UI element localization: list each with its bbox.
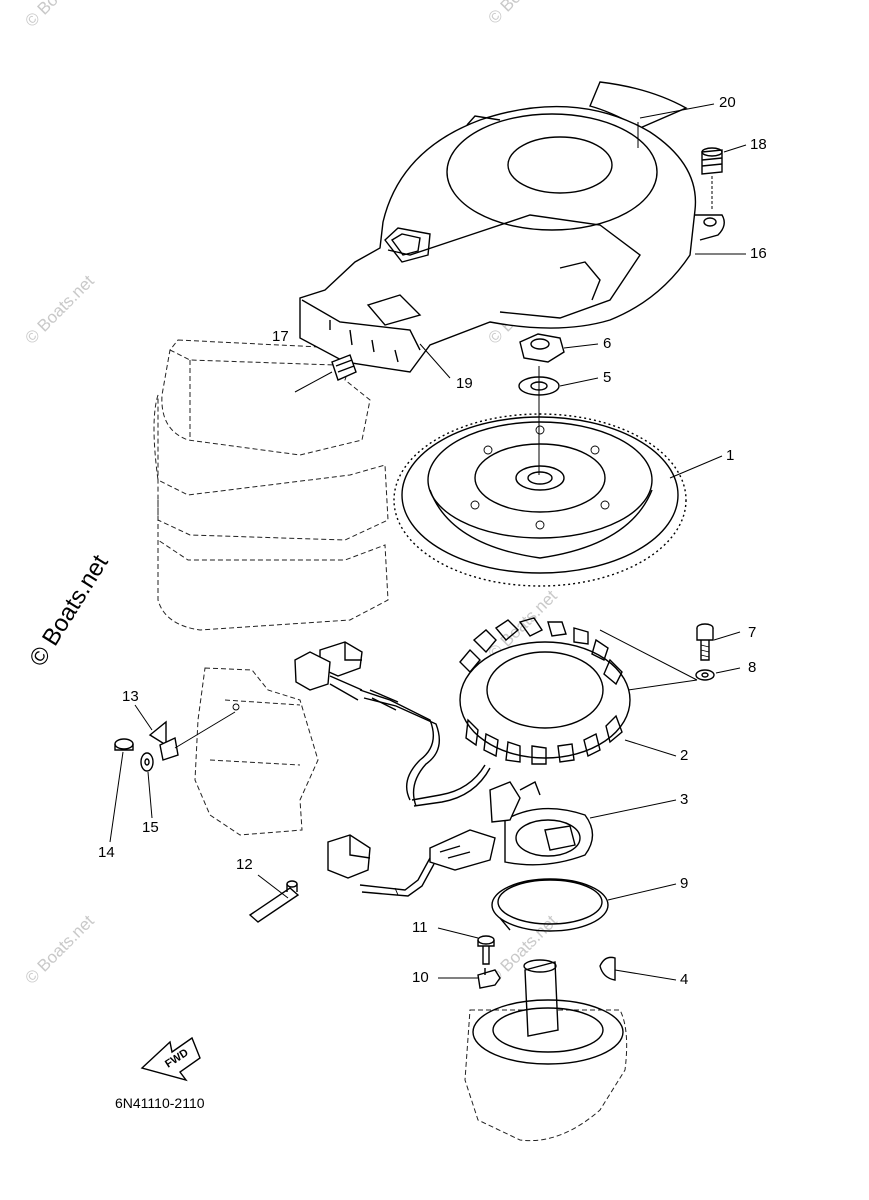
watermark: © Boats.net — [21, 911, 98, 988]
callout-15: 15 — [142, 819, 159, 836]
callout-3: 3 — [680, 791, 688, 808]
screw-11 — [477, 935, 495, 965]
callout-19: 19 — [456, 375, 473, 392]
holder-13 — [148, 703, 240, 761]
callout-4: 4 — [680, 971, 688, 988]
callout-16: 16 — [750, 245, 767, 262]
stator-wiring — [294, 641, 440, 807]
callout-18: 18 — [750, 136, 767, 153]
callout-9: 9 — [680, 875, 688, 892]
fwd-arrow-icon: FWD — [140, 1036, 201, 1082]
watermark: © Boats.net — [21, 271, 98, 348]
callout-20: 20 — [719, 94, 736, 111]
callout-5: 5 — [603, 369, 611, 386]
bolt-7 — [696, 623, 714, 661]
callout-17: 17 — [272, 328, 289, 345]
watermark: © Boats.net — [484, 0, 561, 28]
pulser-coil-3 — [327, 781, 594, 897]
woodruff-key-4 — [599, 956, 616, 981]
clamp-10 — [477, 968, 501, 989]
leader-lines — [109, 103, 747, 981]
decal-20 — [589, 81, 688, 129]
callout-10: 10 — [412, 969, 429, 986]
ghost-engine-parts — [153, 339, 628, 1142]
callout-12: 12 — [236, 856, 253, 873]
callout-2: 2 — [680, 747, 688, 764]
nut-6 — [519, 333, 565, 363]
collar-17 — [294, 354, 357, 393]
ring-9 — [491, 878, 609, 932]
callout-11: 11 — [412, 919, 428, 936]
callout-13: 13 — [122, 688, 139, 705]
callout-labels: 20 18 16 17 19 6 5 1 7 8 2 3 9 4 11 10 1… — [98, 94, 767, 988]
callout-14: 14 — [98, 844, 115, 861]
diagram-code: 6N41110-2110 — [115, 1095, 205, 1111]
washer-15 — [140, 752, 154, 772]
flywheel-cover-16 — [299, 105, 725, 373]
callout-1: 1 — [726, 447, 734, 464]
crankshaft-end — [472, 959, 624, 1065]
screw-14 — [114, 738, 134, 751]
watermark-main: © Boats.net — [24, 550, 114, 671]
callout-8: 8 — [748, 659, 756, 676]
stator-2 — [411, 617, 631, 807]
washer-8 — [695, 669, 715, 681]
grommet-18 — [701, 147, 723, 210]
flywheel-1 — [393, 413, 687, 587]
callout-7: 7 — [748, 624, 756, 641]
callout-6: 6 — [603, 335, 611, 352]
watermark: © Boats.net — [21, 0, 98, 31]
